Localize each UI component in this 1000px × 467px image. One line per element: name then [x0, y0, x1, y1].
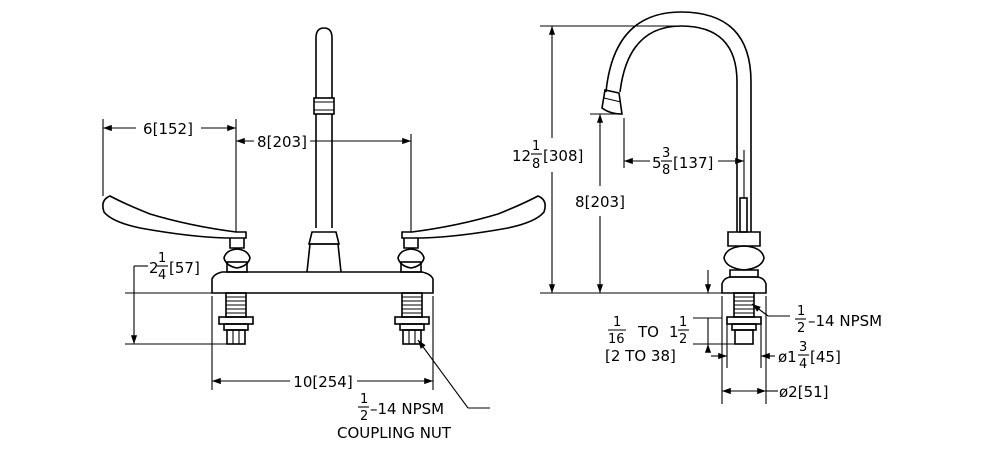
left-shank [218, 292, 254, 345]
side-handle-body [721, 197, 767, 294]
deck-plate [211, 271, 434, 294]
range-num-b: 1 [679, 315, 687, 330]
side-spout [601, 11, 752, 232]
side-shank [726, 292, 762, 345]
dim-spout-reach-whole: 5 [652, 154, 662, 172]
right-shank [394, 292, 430, 345]
thread-num: 1 [797, 304, 805, 319]
dia-large-label: ø2[51] [779, 383, 829, 401]
dim-deck-height: 2 1 4 [57] [125, 251, 227, 345]
dia-small-prefix: ø1 [778, 348, 797, 366]
thread-spec: –14 NPSM [808, 312, 882, 330]
range-den-b: 2 [679, 332, 687, 347]
range-den-a: 16 [608, 332, 625, 347]
dim-dia-small: ø1 3 4 [45] [711, 317, 841, 372]
right-handle [397, 195, 546, 273]
range-metric: [2 TO 38] [605, 347, 676, 365]
dim-dia-large: ø2[51] [721, 296, 829, 404]
dim-spout-height: 8[203] [575, 113, 625, 293]
dim-overall-height-metric: [308] [543, 147, 583, 165]
dim-handle-reach-label: 6[152] [143, 120, 193, 138]
dim-deck-height-den: 4 [158, 268, 166, 283]
dim-spout-reach-num: 3 [662, 146, 670, 161]
thread-den: 2 [797, 321, 805, 336]
coupling-nut-den: 2 [360, 409, 368, 424]
dim-centers-label: 8[203] [257, 133, 307, 151]
dim-deck-height-whole: 2 [149, 259, 159, 277]
range-num-a: 1 [613, 315, 621, 330]
dim-centers: 8[203] [236, 133, 412, 232]
front-spout [306, 27, 342, 273]
dim-spout-reach-metric: [137] [673, 154, 713, 172]
front-view: 6[152] 8[203] 2 1 4 [57] 10[254] [102, 27, 546, 442]
dim-handle-reach: 6[152] [102, 119, 237, 232]
dia-small-metric: [45] [810, 348, 841, 366]
dim-deck-height-num: 1 [158, 251, 166, 266]
dim-width: 10[254] [211, 296, 434, 391]
coupling-nut-callout: 1 2 –14 NPSM COUPLING NUT [337, 339, 490, 442]
dim-deck-height-metric: [57] [169, 259, 200, 277]
dim-overall-height-den: 8 [532, 157, 540, 172]
dim-spout-reach-den: 8 [662, 163, 670, 178]
dim-spout-height-label: 8[203] [575, 193, 625, 211]
dia-small-num: 3 [799, 340, 807, 355]
range-whole-b: 1 [669, 323, 679, 341]
side-view: 12 1 8 [308] 8[203] 5 3 8 [137] [512, 11, 882, 404]
dim-overall-height-num: 1 [532, 139, 540, 154]
mounting-range-dim: 1 16 TO 1 1 2 [2 TO 38] [605, 270, 735, 365]
thread-callout: 1 2 –14 NPSM [751, 303, 882, 336]
left-handle [102, 195, 251, 273]
coupling-nut-num: 1 [360, 392, 368, 407]
range-to: TO [637, 323, 659, 341]
coupling-nut-spec: –14 NPSM [370, 400, 444, 418]
dim-overall-height: 12 1 8 [308] [512, 25, 681, 293]
dim-overall-height-whole: 12 [512, 147, 531, 165]
dim-spout-reach: 5 3 8 [137] [623, 118, 745, 198]
coupling-nut-label: COUPLING NUT [337, 424, 452, 442]
dia-small-den: 4 [799, 357, 807, 372]
dim-width-label: 10[254] [293, 373, 352, 391]
